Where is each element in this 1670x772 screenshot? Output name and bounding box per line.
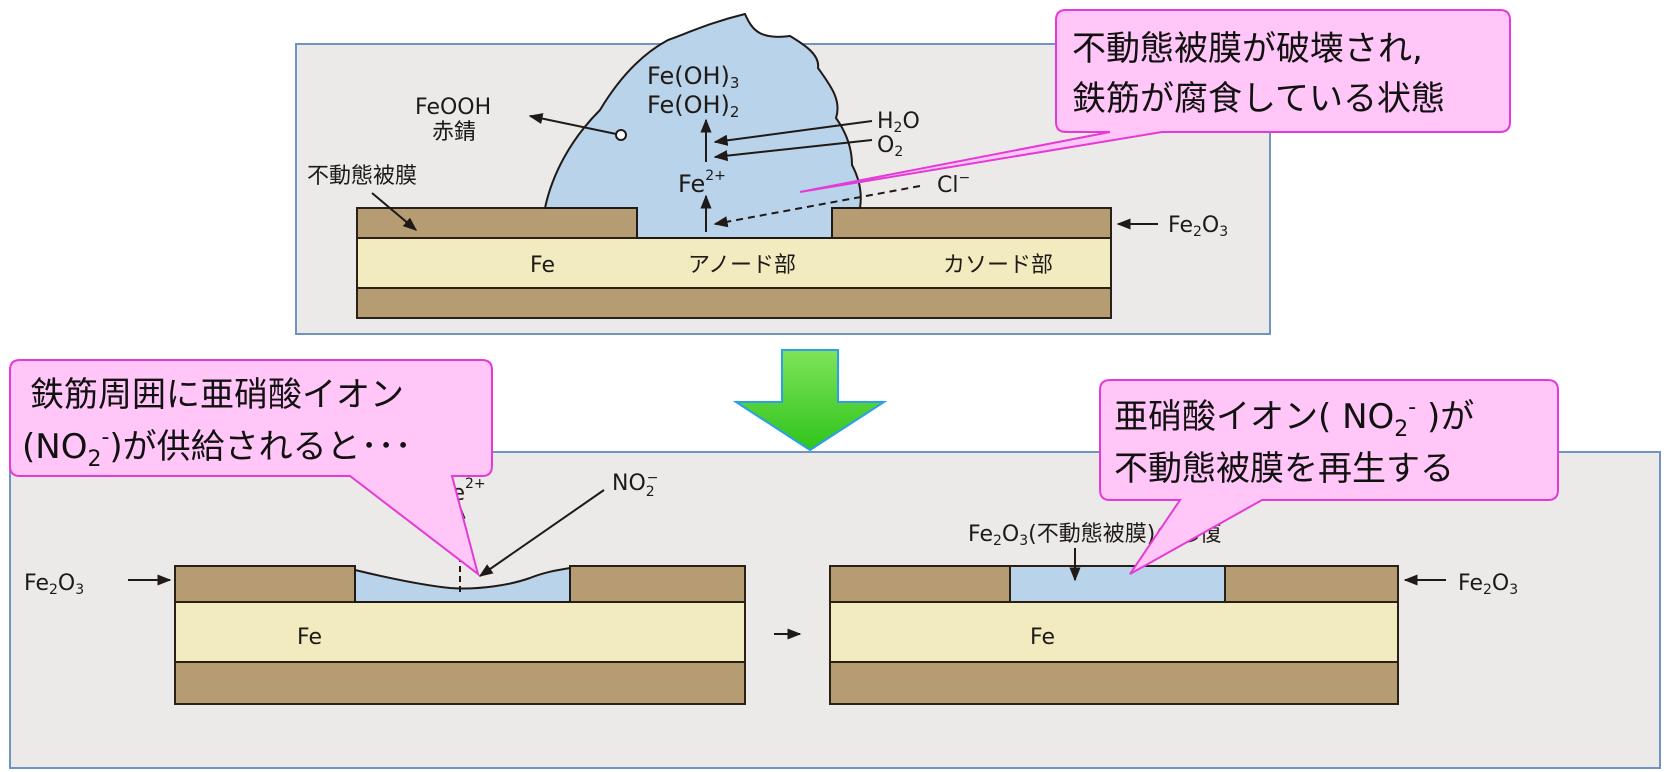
bottom-left-rebar: Fe2+ NO2− Fe2O3 Fe <box>24 470 746 705</box>
rust-label: 赤錆 <box>432 120 476 145</box>
h2o-arrow <box>713 120 873 146</box>
down-arrow <box>732 349 888 452</box>
anode-label: アノード部 <box>688 253 796 278</box>
callout-left-bubble <box>9 359 493 577</box>
passive-film-left-b <box>569 565 746 603</box>
callout-right: 亜硝酸イオン( NO2- )が 不動態被膜を再生する <box>1099 379 1559 575</box>
bottom-panel: Fe2+ NO2− Fe2O3 Fe Fe2O3(不動態被膜)の修復 Fe2O3… <box>9 451 1661 769</box>
cl-arrow <box>713 185 921 228</box>
feoh3-label: Fe(OH)3 <box>647 62 739 92</box>
feooh-marker <box>615 129 627 141</box>
oxide-layer-bottom-right <box>829 661 1399 705</box>
passive-film-label: 不動態被膜 <box>307 164 417 189</box>
fe-label-bottom-left: Fe <box>297 625 322 650</box>
callout-right-bubble <box>1099 379 1559 575</box>
callout-left: 鉄筋周囲に亜硝酸イオン (NO2-)が供給されると･･･ <box>9 359 493 577</box>
oxide-layer-bottom-left <box>174 661 746 705</box>
callout-top-right-bubble <box>799 9 1511 193</box>
no2-arrow <box>478 489 605 577</box>
h2o-label: H2O <box>877 109 920 136</box>
fe-label-bottom-right: Fe <box>1030 625 1055 650</box>
iron-core-left <box>174 601 746 663</box>
o2-label: O2 <box>877 133 903 160</box>
oxide-layer-bottom <box>356 287 1112 319</box>
feooh-label: FeOOH <box>415 95 491 120</box>
fe-label-top: Fe <box>530 253 555 278</box>
iron-core-right <box>829 601 1399 663</box>
cl-label: Cl− <box>937 170 970 198</box>
callout-top-right: 不動態被膜が破壊され, 鉄筋が腐食している状態 <box>799 9 1511 193</box>
bottom-right-rebar: Fe2O3(不動態被膜)の修復 Fe2O3 Fe <box>829 522 1518 705</box>
callout-top-right-line1: 不動態被膜が破壊され, <box>1072 29 1423 69</box>
feooh-arrow <box>528 113 622 136</box>
callout-right-line1: 亜硝酸イオン( NO2- )が <box>1114 395 1474 442</box>
passive-film-left <box>356 207 638 239</box>
feoh2-label: Fe(OH)2 <box>647 91 739 121</box>
passive-film-right <box>831 207 1112 239</box>
callout-left-line1: 鉄筋周囲に亜硝酸イオン <box>30 375 404 415</box>
callout-top-right-line2: 鉄筋が腐食している状態 <box>1072 79 1445 119</box>
passive-film-arrow <box>371 192 418 231</box>
passive-film-right-a <box>829 565 1011 603</box>
o2-arrow <box>713 139 873 162</box>
callout-left-line2: (NO2-)が供給されると･･･ <box>22 425 412 472</box>
passive-film-right-b <box>1224 565 1399 603</box>
fe2o3-label-left: Fe2O3 <box>24 571 84 598</box>
fe2o3-label-right: Fe2O3 <box>1458 571 1518 598</box>
passive-film-left-a <box>174 565 356 603</box>
fe2o3-label-top: Fe2O3 <box>1168 213 1228 240</box>
no2-label: NO2− <box>612 470 658 500</box>
repair-solution-left <box>354 566 571 603</box>
cathode-label: カソード部 <box>943 253 1053 278</box>
fe-ion-label: Fe2+ <box>678 168 726 198</box>
callout-right-line2: 不動態被膜を再生する <box>1114 449 1454 489</box>
repaired-film <box>1009 565 1226 603</box>
